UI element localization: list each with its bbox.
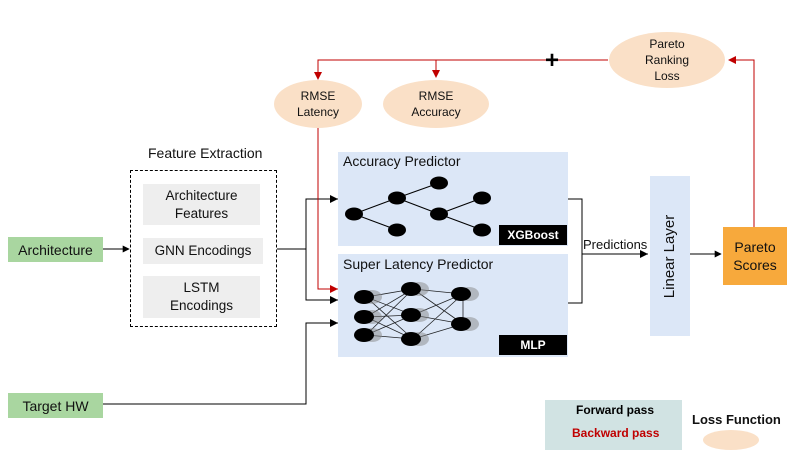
mlp-tag: MLP (499, 335, 567, 355)
pareto-scores-box: Pareto Scores (723, 227, 787, 285)
feature-extraction-group (130, 170, 277, 327)
rmse-accuracy-loss: RMSE Accuracy (383, 80, 489, 128)
backward-loss-split (317, 59, 608, 78)
target-hw-input: Target HW (8, 393, 103, 418)
legend-backward-label: Backward pass (572, 426, 660, 440)
backward-rmse-latency-to-mlp (317, 125, 338, 290)
latency-predictor-title: Super Latency Predictor (343, 256, 494, 272)
architecture-input: Architecture (8, 237, 103, 262)
gnn-encodings-box: GNN Encodings (143, 238, 263, 264)
legend-loss-function-label: Loss Function (692, 412, 781, 427)
legend-forward-label: Forward pass (576, 403, 655, 417)
pareto-ranking-loss: Pareto Ranking Loss (609, 32, 725, 88)
accuracy-predictor-title: Accuracy Predictor (343, 153, 461, 169)
predictions-label: Predictions (583, 237, 648, 252)
legend-box (545, 400, 682, 450)
plus-sign: + (545, 47, 559, 74)
xgboost-tree-icon (345, 176, 491, 237)
legend-loss-ellipse (703, 430, 759, 450)
mlp-network-icon (354, 282, 479, 346)
arrow-target-hw-to-latency (103, 322, 338, 405)
architecture-features-box: Architecture Features (143, 184, 260, 225)
linear-layer-label: Linear Layer (661, 214, 679, 298)
arrow-features-to-predictors (277, 198, 338, 301)
lstm-encodings-box: LSTM Encodings (143, 276, 260, 318)
xgboost-tag: XGBoost (499, 225, 567, 245)
backward-pareto-to-loss (730, 59, 755, 227)
linear-layer-box: Linear Layer (650, 176, 690, 336)
feature-extraction-title: Feature Extraction (148, 145, 263, 161)
arrow-predictors-to-linear (568, 198, 648, 304)
rmse-latency-loss: RMSE Latency (274, 80, 362, 128)
